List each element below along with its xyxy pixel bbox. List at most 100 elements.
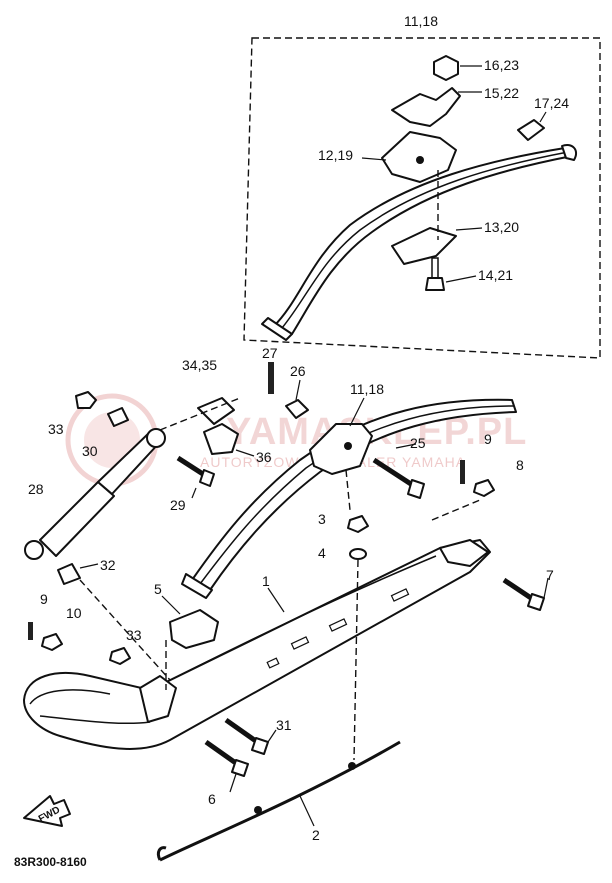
washer-10	[41, 633, 63, 651]
ski-front-bracket	[139, 675, 177, 723]
callout-13-20: 13,20	[484, 219, 519, 235]
ski-slot-2	[290, 636, 310, 650]
leader-32	[79, 563, 99, 569]
bolt-25	[372, 457, 425, 499]
leader-13-20	[455, 227, 483, 231]
callout-11-18-top: 11,18	[404, 13, 438, 29]
upper-lower-plate	[391, 227, 457, 265]
ski-top-rail	[149, 555, 437, 691]
callout-34-35: 34,35	[182, 357, 217, 373]
leader-1	[267, 587, 285, 613]
nut-33-top	[75, 391, 97, 409]
leader-29	[191, 487, 197, 499]
ski-slot-4	[390, 588, 410, 602]
upper-spring-rear-eye	[561, 144, 578, 161]
callout-26: 26	[290, 363, 306, 379]
assembly-line-3	[353, 559, 359, 761]
leader-11-18	[349, 397, 365, 427]
callout-3: 3	[318, 511, 326, 527]
bolt-6-head	[231, 759, 249, 777]
spring-assembly-boundary	[243, 37, 601, 359]
leader-lines	[79, 65, 549, 827]
assembly-line-2	[79, 579, 171, 681]
runner-stud-2	[348, 762, 356, 770]
callout-36: 36	[256, 449, 272, 465]
upper-bolt-shank	[431, 257, 439, 279]
middle-clamp-hole	[344, 442, 352, 450]
shock-body	[39, 481, 115, 557]
forward-arrow-icon	[23, 795, 71, 827]
leader-5	[161, 595, 181, 615]
ski-slot-3	[328, 618, 348, 632]
leader-14-21	[445, 275, 477, 283]
upper-leaf-spring-inner	[281, 151, 569, 329]
callout-15-22: 15,22	[484, 85, 519, 101]
pin-27	[268, 362, 274, 394]
middle-spring-front-eye	[181, 573, 213, 599]
middle-leaf-spring-inner	[199, 405, 515, 585]
pin-9-left	[28, 622, 33, 640]
leader-6	[229, 773, 237, 793]
callout-16-23: 16,23	[484, 57, 519, 73]
callout-11-18-mid: 11,18	[350, 381, 384, 397]
mount-36	[203, 423, 239, 455]
shock-bottom-eye	[24, 540, 44, 560]
leader-12-19	[361, 157, 387, 161]
ski-main	[23, 539, 491, 750]
nut-8	[473, 479, 495, 497]
assembly-line-1	[159, 397, 241, 431]
shock-top-eye	[146, 428, 166, 448]
ski-tip-loop	[29, 689, 151, 725]
leader-26	[295, 379, 301, 401]
callout-33-bottom: 33	[126, 627, 142, 643]
forward-direction-badge: FWD	[23, 795, 71, 827]
pin-9-right	[460, 460, 465, 484]
pad-5	[169, 609, 219, 649]
assembly-line-4	[431, 499, 481, 521]
bolt-29-head	[199, 469, 215, 487]
callout-7: 7	[546, 567, 554, 583]
leader-2	[299, 795, 315, 827]
callout-4: 4	[318, 545, 326, 561]
callout-31: 31	[276, 717, 292, 733]
collar-30	[107, 407, 129, 427]
leader-31	[267, 729, 277, 743]
upper-bolt-head	[425, 277, 445, 291]
bolt-25-shank	[372, 457, 416, 489]
callout-14-21: 14,21	[478, 267, 513, 283]
callout-17-24: 17,24	[534, 95, 569, 111]
nut-33-bottom	[109, 647, 131, 665]
bolt-7-head	[527, 593, 545, 611]
bushing-26	[285, 399, 309, 419]
callout-30: 30	[82, 443, 98, 459]
callout-10: 10	[66, 605, 82, 621]
callout-28: 28	[28, 481, 44, 497]
wear-runner	[156, 740, 401, 862]
upper-spring-bushing	[517, 119, 545, 141]
callout-8: 8	[516, 457, 524, 473]
collar-32	[57, 563, 81, 585]
callout-1: 1	[262, 573, 270, 589]
upper-spring-front-eye	[261, 317, 293, 341]
upper-clamp-plate	[391, 87, 461, 127]
callout-27: 27	[262, 345, 278, 361]
middle-spring-clamp	[309, 423, 373, 475]
assembly-lines	[79, 170, 481, 761]
upper-clamp-hole	[416, 156, 424, 164]
callout-32: 32	[100, 557, 116, 573]
ski-rear-mount	[439, 539, 489, 567]
leader-36	[235, 449, 255, 457]
washer-4	[349, 548, 367, 560]
callout-9-right: 9	[484, 431, 492, 447]
callout-25: 25	[410, 435, 426, 451]
callout-labels: 11,18 16,23 15,22 17,24 12,19 13,20 14,2…	[28, 13, 569, 843]
leader-25	[395, 443, 417, 449]
bolt-31-head	[251, 737, 269, 755]
diagram-part-code: 83R300-8160	[14, 855, 87, 869]
bolt-29-shank	[176, 455, 208, 479]
nut-3	[347, 515, 369, 533]
runner-tip	[156, 846, 167, 861]
callout-6: 6	[208, 791, 216, 807]
callout-29: 29	[170, 497, 186, 513]
